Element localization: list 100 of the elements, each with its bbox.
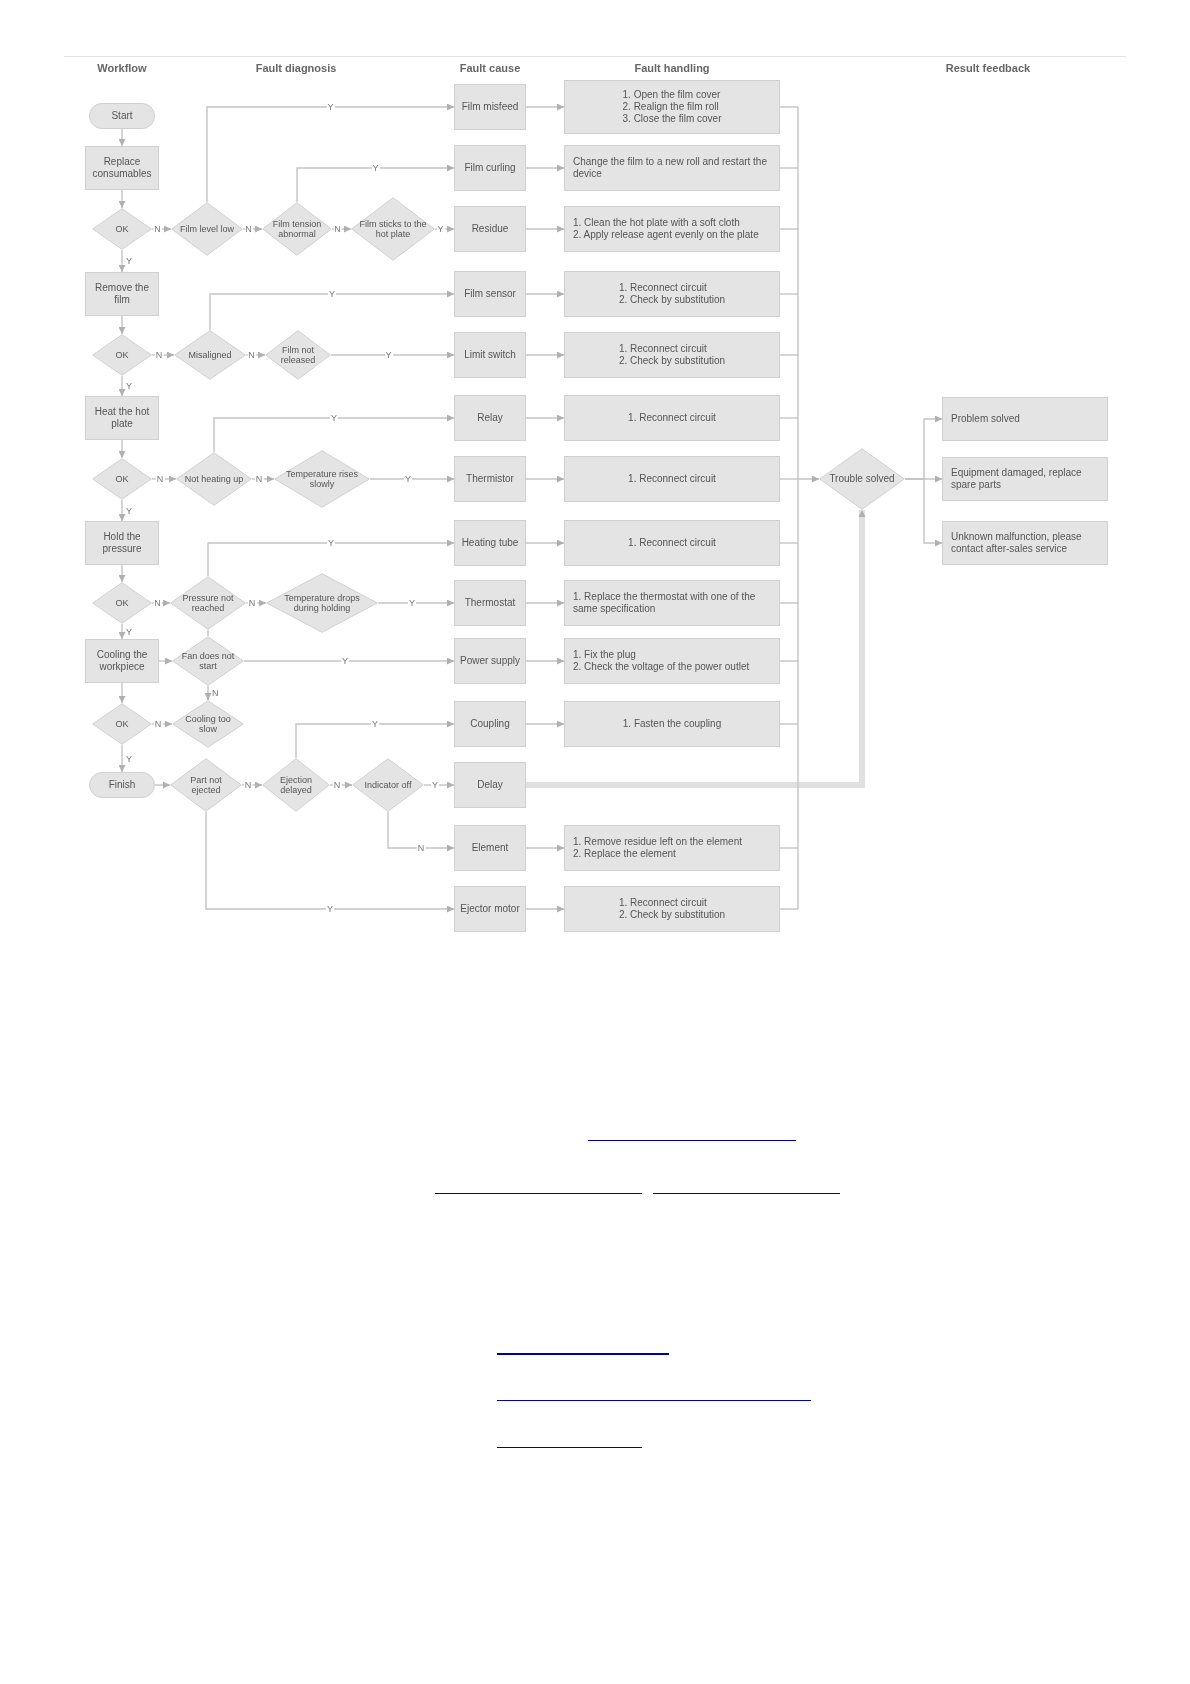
handling-step: 1. Fix the plug bbox=[573, 649, 636, 661]
edge-label: N bbox=[153, 224, 162, 234]
step-label: Replace consumables bbox=[91, 156, 153, 180]
cause-label: Thermistor bbox=[466, 473, 514, 485]
cause-box bbox=[454, 271, 526, 317]
connector-line bbox=[779, 478, 799, 480]
arrow bbox=[209, 290, 455, 331]
arrow bbox=[151, 599, 171, 607]
edge-label: Y bbox=[371, 163, 380, 173]
handling-step: 1. Reconnect circuit bbox=[618, 282, 707, 294]
handling-step: 2. Apply release agent evenly on the plate bbox=[573, 229, 759, 241]
terminal-shape bbox=[89, 103, 155, 129]
cause-label: Heating tube bbox=[461, 537, 519, 549]
edge-label: Y bbox=[408, 598, 416, 608]
step-label: Finish bbox=[108, 779, 136, 791]
cause-label: Ejector motor bbox=[460, 903, 520, 915]
decision-label: Fan does not start bbox=[180, 651, 236, 671]
arrow bbox=[118, 375, 126, 397]
edge-label: N bbox=[153, 719, 163, 729]
decision-diamond bbox=[262, 758, 330, 812]
edge-label: Y bbox=[404, 474, 412, 484]
cause-label: Thermostat bbox=[464, 597, 516, 609]
edge-label: N bbox=[416, 843, 426, 853]
column-heading: Workflow bbox=[97, 61, 147, 75]
connector-line bbox=[779, 723, 799, 725]
cause-box bbox=[454, 84, 526, 130]
decision-diamond bbox=[819, 448, 905, 510]
thick-arrow bbox=[526, 510, 866, 788]
process-box bbox=[85, 639, 159, 683]
decision-diamond bbox=[265, 330, 331, 380]
arrow bbox=[213, 414, 455, 453]
decision-label: Pressure not reached bbox=[181, 593, 235, 613]
edge-label: Y bbox=[126, 381, 132, 391]
decision-diamond bbox=[172, 700, 244, 748]
decision-diamond bbox=[92, 208, 152, 250]
decision-label: Film sticks to the hot plate bbox=[358, 219, 428, 239]
handling-step: 2. Replace the element bbox=[573, 848, 676, 860]
arrow bbox=[118, 623, 126, 640]
process-box bbox=[85, 272, 159, 316]
arrow bbox=[525, 351, 565, 359]
cause-label: Power supply bbox=[460, 655, 520, 667]
edge-label: N bbox=[155, 474, 165, 484]
arrow bbox=[423, 781, 455, 789]
cause-label: Film misfeed bbox=[461, 101, 519, 113]
edge-label: N bbox=[333, 224, 342, 234]
edge-label: Y bbox=[126, 256, 132, 266]
decision-label: Indicator off bbox=[364, 780, 412, 790]
cause-box bbox=[454, 701, 526, 747]
arrow bbox=[154, 781, 171, 789]
handling-step: 1. Clean the hot plate with a soft cloth bbox=[573, 217, 740, 229]
process-box bbox=[85, 146, 159, 190]
step-label: Heat the hot plate bbox=[93, 406, 151, 430]
cause-box bbox=[454, 456, 526, 502]
decision-label: Film tension abnormal bbox=[271, 219, 323, 239]
arrow bbox=[118, 499, 126, 522]
step-label: Remove the film bbox=[94, 282, 150, 306]
cause-box bbox=[454, 825, 526, 871]
decision-diamond bbox=[176, 452, 252, 506]
handling-box bbox=[564, 80, 780, 134]
handling-step: 1. Reconnect circuit bbox=[628, 473, 716, 485]
arrow bbox=[206, 103, 455, 203]
arrow bbox=[797, 106, 820, 910]
edge-label: Y bbox=[326, 102, 335, 112]
decision-diamond bbox=[171, 202, 243, 256]
arrow bbox=[118, 682, 126, 704]
arrow bbox=[387, 811, 455, 852]
handling-step: 1. Fasten the coupling bbox=[622, 718, 722, 730]
cause-box bbox=[454, 638, 526, 684]
handling-box bbox=[564, 520, 780, 566]
cause-box bbox=[454, 580, 526, 626]
handling-step: 1. Open the film cover bbox=[622, 89, 721, 101]
cause-label: Residue bbox=[471, 223, 509, 235]
cause-box bbox=[454, 886, 526, 932]
edge-label: N bbox=[154, 350, 164, 360]
arrow bbox=[525, 290, 565, 298]
handling-step: 1. Reconnect circuit bbox=[618, 897, 707, 909]
decision-label: Temperature rises slowly bbox=[285, 469, 359, 489]
cause-box bbox=[454, 145, 526, 191]
arrow bbox=[118, 189, 126, 209]
result-label: Problem solved bbox=[951, 413, 1020, 425]
cause-label: Film curling bbox=[464, 162, 516, 174]
edge-label: N bbox=[247, 598, 257, 608]
connector-line bbox=[779, 542, 799, 544]
cause-box bbox=[454, 762, 526, 808]
arrow bbox=[296, 164, 455, 203]
arrow bbox=[158, 657, 173, 665]
decision-diamond bbox=[92, 458, 152, 500]
decision-diamond bbox=[352, 758, 424, 812]
handling-box bbox=[564, 638, 780, 684]
decision-label: OK bbox=[115, 598, 129, 608]
decision-label: Film level low bbox=[180, 224, 234, 234]
handling-box bbox=[564, 886, 780, 932]
edge-label: N bbox=[212, 688, 219, 698]
handling-box bbox=[564, 701, 780, 747]
cause-label: Film sensor bbox=[464, 288, 516, 300]
handling-box bbox=[564, 206, 780, 252]
arrow bbox=[205, 811, 455, 913]
column-heading: Result feedback bbox=[945, 61, 1031, 75]
arrow bbox=[118, 315, 126, 335]
handling-box bbox=[564, 332, 780, 378]
